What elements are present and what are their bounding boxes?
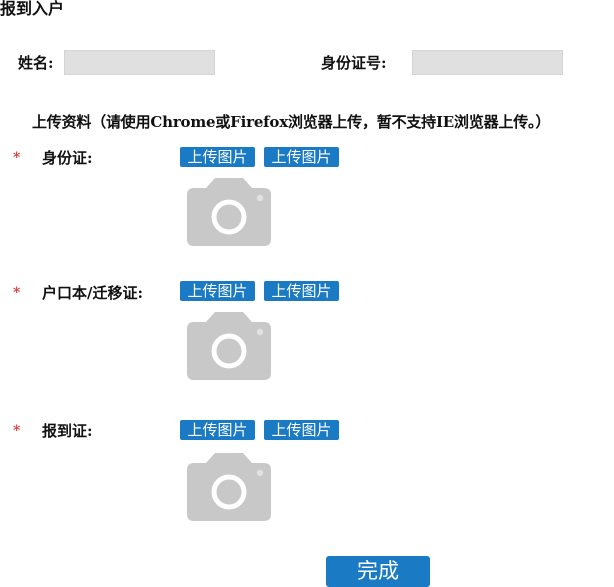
done-button[interactable]: 完成 [326, 556, 430, 587]
household-register-label: 户口本/迁移证: [42, 284, 144, 302]
registration-certificate-upload-button-2[interactable]: 上传图片 [264, 420, 339, 440]
name-input[interactable] [64, 50, 215, 75]
household-register-upload-button-1[interactable]: 上传图片 [180, 281, 255, 301]
registration-certificate-label: 报到证: [42, 422, 93, 440]
camera-icon[interactable] [187, 453, 271, 521]
id-number-input[interactable] [412, 50, 563, 75]
camera-icon[interactable] [187, 312, 271, 380]
id-number-label: 身份证号: [321, 54, 387, 72]
id-card-upload-button-1[interactable]: 上传图片 [180, 147, 255, 167]
id-card-label: 身份证: [42, 149, 93, 167]
upload-instructions: 上传资料（请使用Chrome或Firefox浏览器上传，暂不支持IE浏览器上传。… [32, 113, 551, 131]
household-register-upload-button-2[interactable]: 上传图片 [264, 281, 339, 301]
registration-certificate-upload-button-1[interactable]: 上传图片 [180, 420, 255, 440]
camera-icon[interactable] [187, 178, 271, 246]
name-label: 姓名: [18, 54, 54, 72]
required-mark: * [13, 150, 21, 166]
required-mark: * [13, 423, 21, 439]
page-title: 报到入户 [0, 0, 65, 18]
id-card-upload-button-2[interactable]: 上传图片 [264, 147, 339, 167]
required-mark: * [13, 285, 21, 301]
